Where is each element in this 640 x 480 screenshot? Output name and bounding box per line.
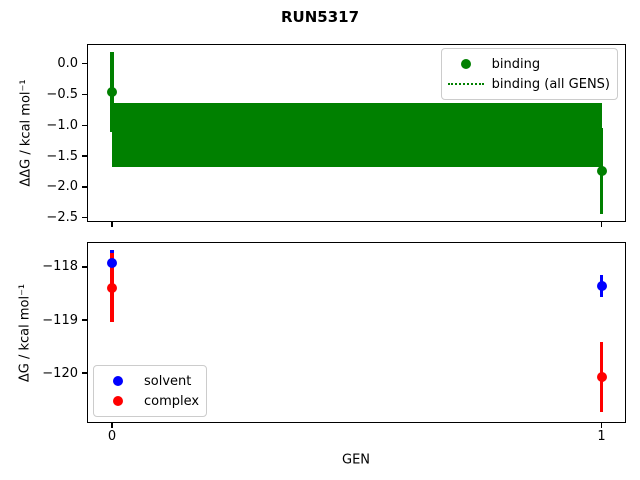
- y-tick-label: −0.5: [46, 87, 78, 102]
- x-tick: [111, 423, 113, 428]
- dot-marker-icon: [113, 376, 123, 386]
- chart-title: RUN5317: [280, 8, 360, 26]
- legend-entry-solvent: solvent: [100, 371, 199, 391]
- data-point-complex: [596, 372, 607, 383]
- x-tick-label: 0: [107, 429, 117, 444]
- y-tick-label: −119: [42, 312, 78, 328]
- x-tick: [111, 222, 113, 227]
- dotted-line-icon: [447, 83, 484, 85]
- legend-marker: [100, 376, 136, 386]
- uncertainty-band: [111, 102, 602, 168]
- legend: solvent complex: [93, 365, 208, 417]
- legend-label: binding (all GENS): [491, 76, 610, 92]
- y-tick: [82, 93, 87, 96]
- x-tick: [600, 423, 603, 428]
- x-tick-label: 1: [597, 429, 606, 444]
- y-tick-label: −118: [42, 259, 78, 275]
- y-tick: [82, 216, 87, 219]
- y-tick-label: −1.0: [46, 117, 78, 133]
- y-tick-label: −2.0: [46, 179, 78, 195]
- dot-marker-icon: [113, 396, 123, 406]
- legend-marker: [448, 59, 484, 69]
- y-tick: [82, 155, 87, 157]
- y-tick: [82, 62, 87, 65]
- legend-marker: [447, 83, 484, 85]
- data-point-solvent: [596, 281, 607, 292]
- axes-dg-solvent-complex: −118 −119 −120 0 1 solvent complex: [42, 242, 626, 444]
- y-tick: [82, 319, 87, 321]
- y-tick-label: −2.5: [46, 210, 78, 226]
- y-tick: [82, 372, 87, 374]
- legend-marker: [100, 396, 136, 406]
- legend-entry-complex: complex: [100, 391, 199, 411]
- data-point-binding: [596, 165, 607, 176]
- legend-entry-binding: binding: [448, 54, 610, 74]
- data-point-complex: [106, 282, 117, 293]
- legend-label: binding: [491, 56, 541, 72]
- legend-entry-binding-all-gens-: binding (all GENS): [447, 74, 610, 94]
- data-point-binding: [106, 87, 117, 98]
- x-tick: [600, 222, 603, 227]
- data-point-solvent: [106, 257, 117, 268]
- y-tick: [82, 266, 87, 268]
- legend-label: complex: [144, 393, 200, 409]
- axes-binding-ddg: 0.0 −0.5 −1.0 −1.5 −2.0 −2.5 binding binding (a…: [46, 44, 626, 227]
- y-tick-label: −120: [42, 365, 78, 381]
- dot-marker-icon: [460, 59, 471, 69]
- legend-label: solvent: [144, 373, 192, 389]
- y-tick-label: 0.0: [57, 56, 78, 72]
- x-axis-label-gen: GEN: [341, 452, 371, 468]
- y-tick-label: −1.5: [46, 148, 78, 164]
- y-tick: [82, 186, 87, 188]
- y-tick: [82, 124, 87, 127]
- legend: binding binding (all GENS): [440, 48, 618, 100]
